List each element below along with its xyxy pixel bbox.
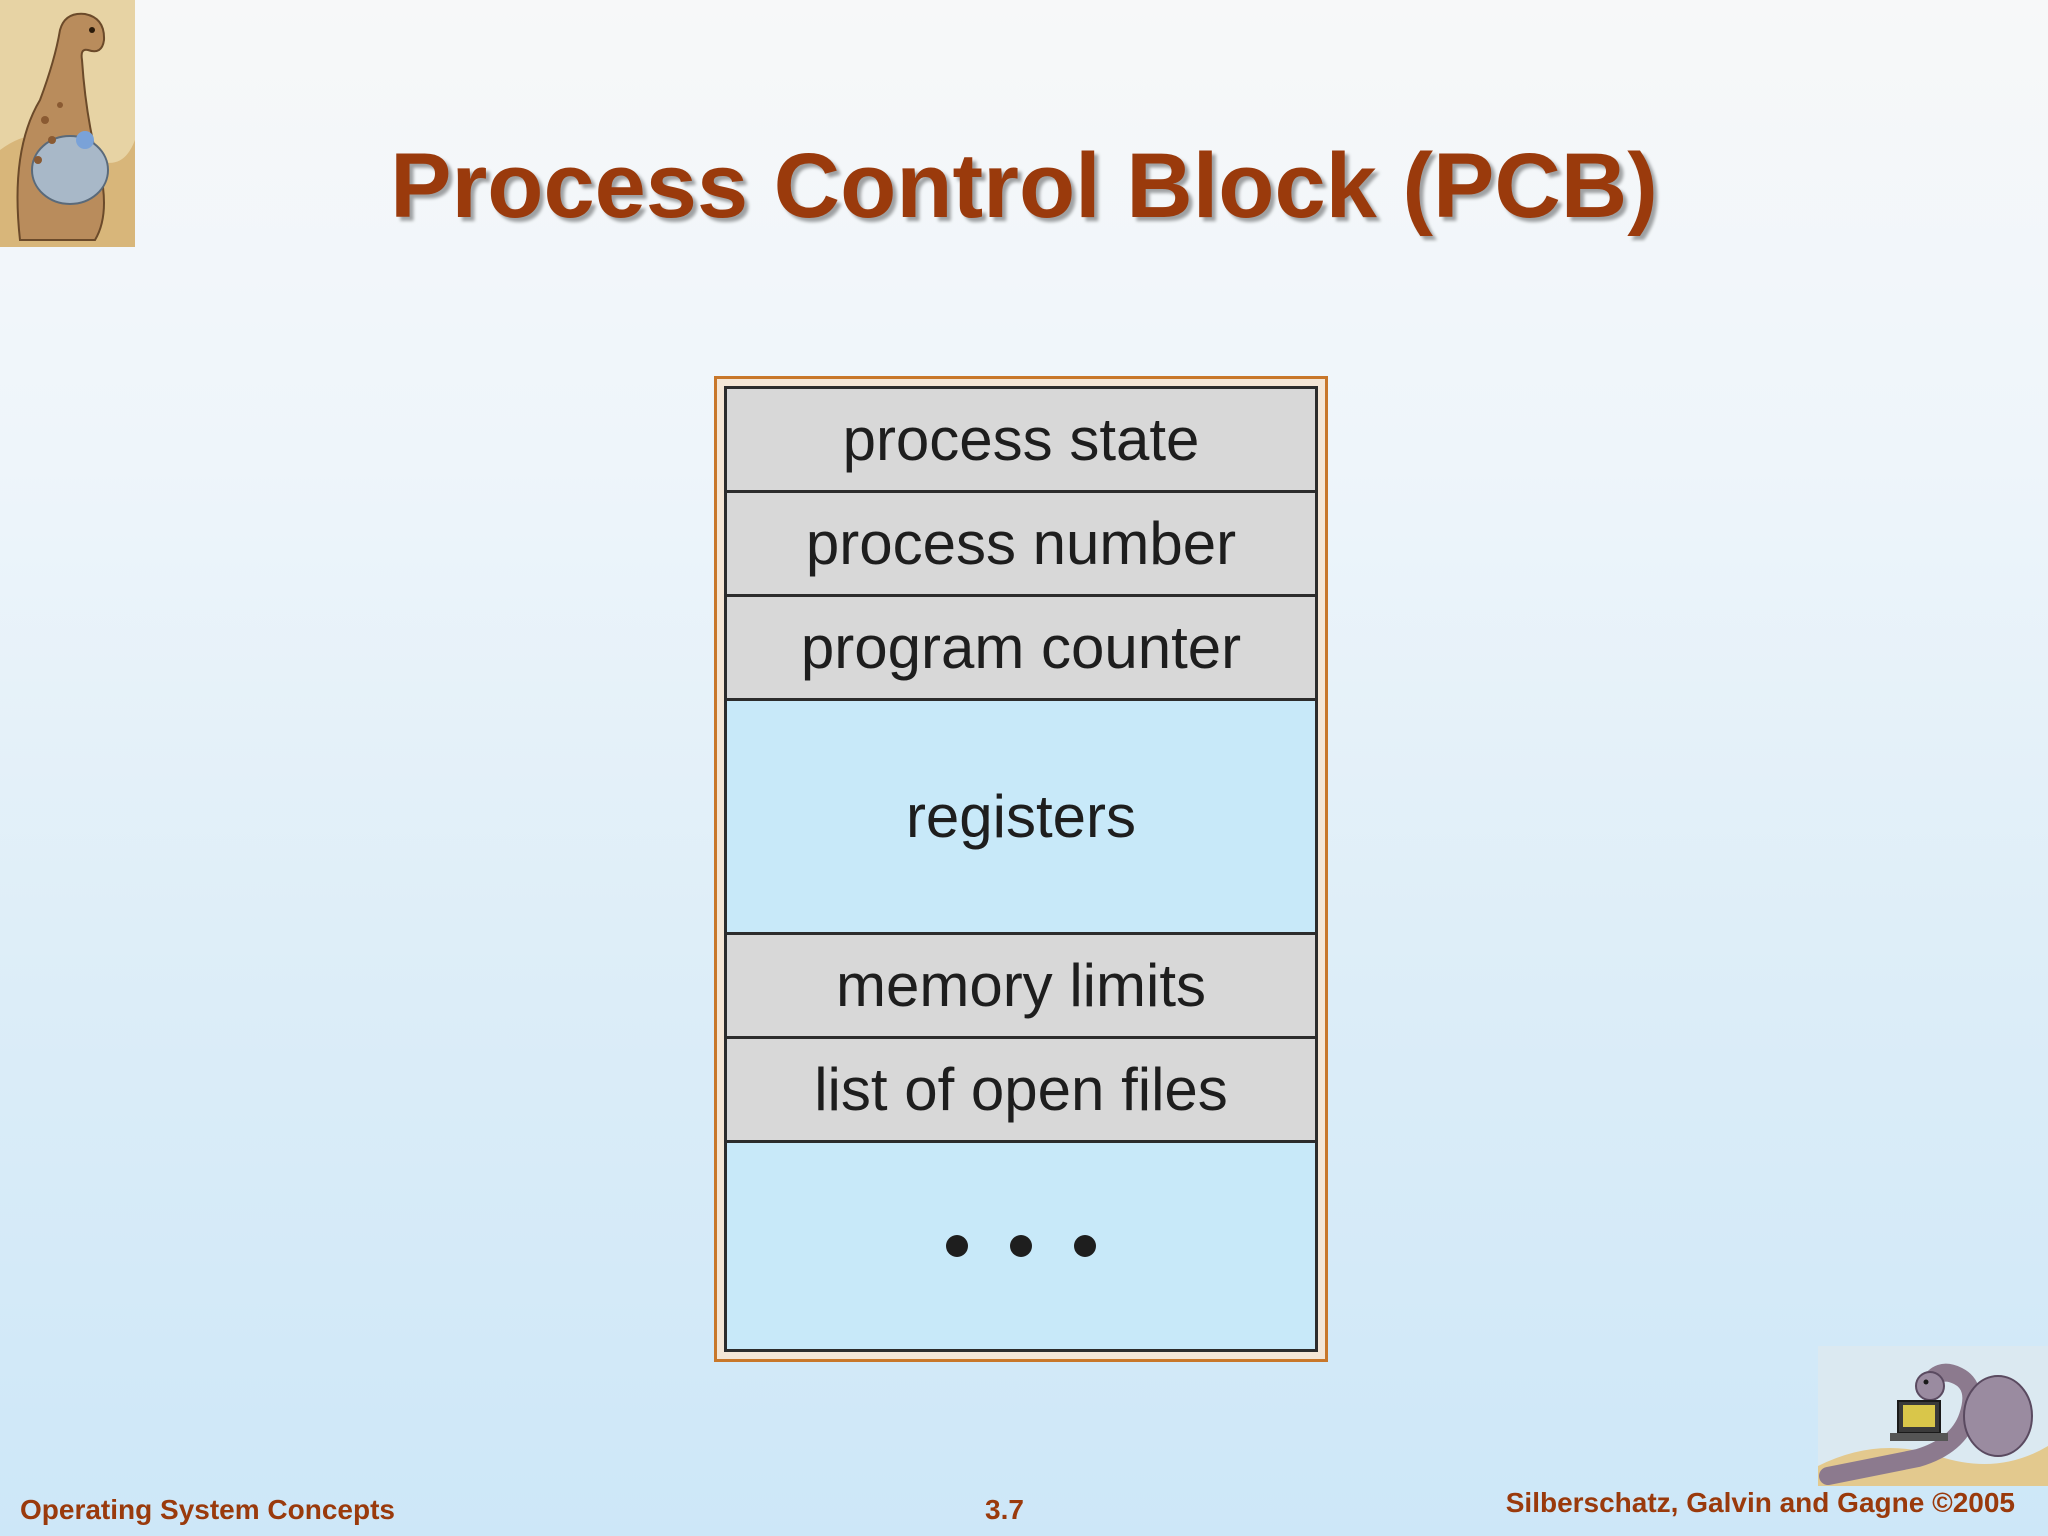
- dot: [1010, 1235, 1032, 1257]
- pcb-row-label: memory limits: [836, 952, 1206, 1019]
- dot: [1074, 1235, 1096, 1257]
- slide-title: Process Control Block (PCB): [390, 134, 1658, 237]
- footer-page-number: 3.7: [985, 1494, 1024, 1525]
- pcb-row-label: process number: [805, 510, 1237, 577]
- footer-copyright: Silberschatz, Galvin and Gagne ©2005: [1505, 1487, 2015, 1518]
- pcb-row-registers: registers: [727, 701, 1315, 935]
- pcb-diagram: process state process number program cou…: [714, 376, 1328, 1362]
- ellipsis-dots-icon: [946, 1235, 1096, 1257]
- pcb-row-process-number: process number: [727, 493, 1315, 597]
- pcb-table: process state process number program cou…: [724, 386, 1318, 1352]
- pcb-row-program-counter: program counter: [727, 597, 1315, 701]
- pcb-row-label: process state: [842, 406, 1200, 473]
- dinosaur-icon: [0, 0, 135, 247]
- dot: [946, 1235, 968, 1257]
- pcb-row-process-state: process state: [727, 389, 1315, 493]
- footer-book-title: Operating System Concepts: [20, 1494, 395, 1525]
- pcb-row-label: program counter: [800, 614, 1242, 681]
- pcb-row-more: [727, 1143, 1315, 1349]
- pcb-row-label: list of open files: [814, 1056, 1228, 1123]
- pcb-row-memory-limits: memory limits: [727, 935, 1315, 1039]
- dinosaur-with-laptop-icon: [1818, 1346, 2048, 1486]
- pcb-row-open-files: list of open files: [727, 1039, 1315, 1143]
- pcb-row-label: registers: [905, 783, 1137, 850]
